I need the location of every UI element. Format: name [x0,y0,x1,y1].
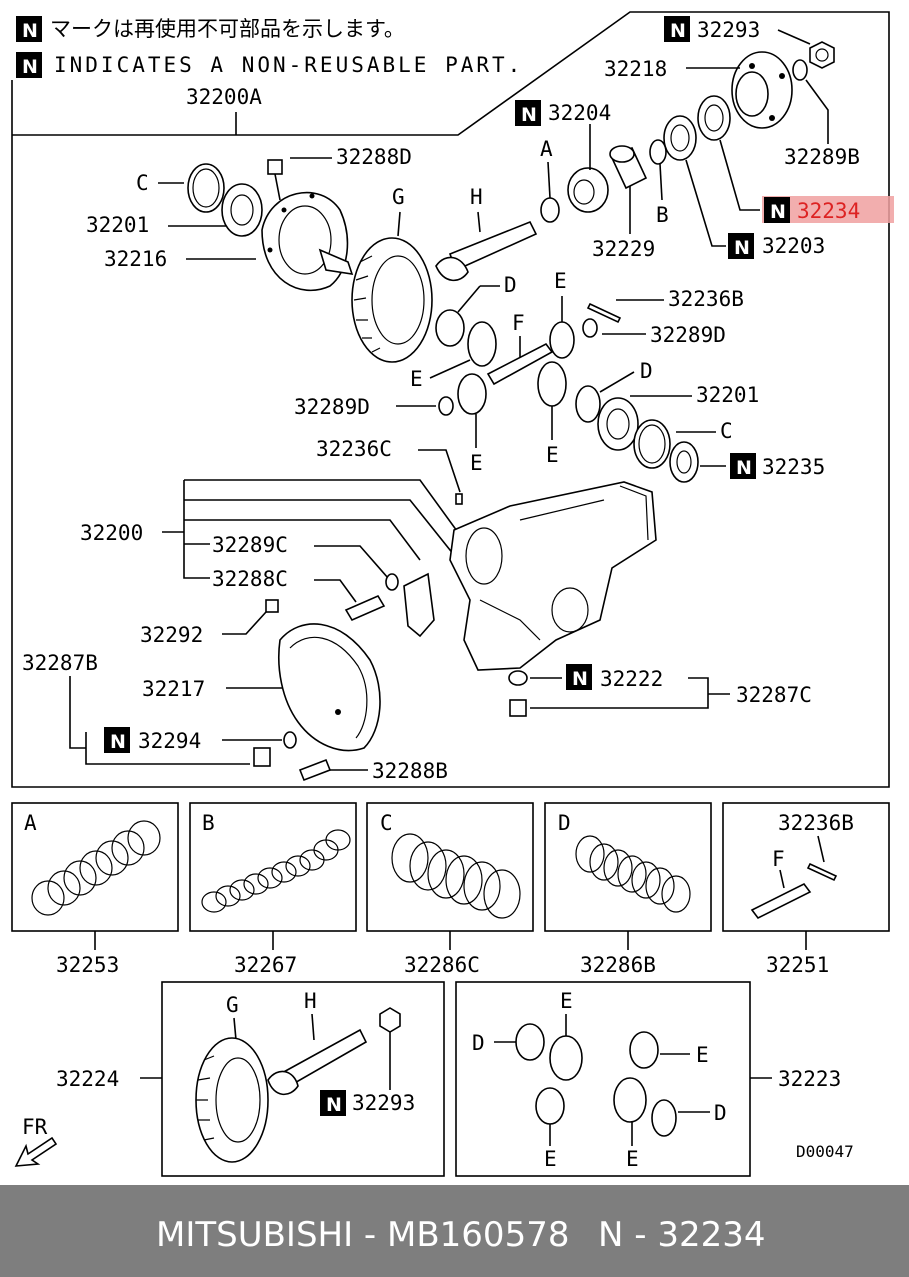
kit-number-A: 32253 [56,953,119,977]
set-npart-32293: 32293 [352,1091,415,1115]
legend-en: INDICATES A NON-REUSABLE PART. [54,53,523,77]
label-32294: 32294 [138,729,201,753]
carrier-group: 32236C 32200 32289C 32288C [80,437,657,671]
label-32288D: 32288D [336,145,412,169]
svg-text:B: B [202,811,215,835]
footer-bar: MITSUBISHI - MB160578 N - 32234 [0,1185,909,1277]
label-32203: 32203 [762,234,825,258]
set-number-32224: 32224 [56,1067,119,1091]
footer-code: N - 32234 [598,1215,766,1255]
label-C-left: C [136,171,149,195]
label-E-b: E [554,269,567,293]
legend: N マークは再使用不可部品を示します。 N INDICATES A NON-RE… [16,16,523,78]
kit-number-C: 32286C [404,953,480,977]
svg-text:D: D [558,811,571,835]
label-32287C: 32287C [736,683,812,707]
set-box-32224 [161,981,445,1177]
svg-text:F: F [772,847,785,871]
label-32289D-a: 32289D [650,323,726,347]
label-32235: 32235 [762,455,825,479]
svg-text:N: N [326,1094,342,1116]
label-32236B: 32236B [668,287,744,311]
label-E-d: E [546,443,559,467]
svg-text:G: G [226,993,239,1017]
svg-text:D: D [714,1101,727,1125]
kit-box-A [11,802,179,932]
svg-text:H: H [304,989,317,1013]
label-32287B: 32287B [22,651,98,675]
label-32201-left: 32201 [86,213,149,237]
label-32218: 32218 [604,57,667,81]
label-G: G [392,185,405,209]
label-32200A: 32200A [186,85,262,109]
kit-number-D: 32286B [580,953,656,977]
n-mark-icon [16,52,42,78]
label-C-right: C [720,419,733,443]
svg-text:N: N [734,237,750,259]
kit-number-F: 32251 [766,953,829,977]
set-box-32223 [455,981,751,1177]
label-H: H [470,185,483,209]
svg-text:N: N [22,56,38,78]
svg-text:32236B: 32236B [778,811,854,835]
label-F: F [512,311,525,335]
label-E-c: E [470,451,483,475]
label-32222: 32222 [600,667,663,691]
legend-jp: マークは再使用不可部品を示します。 [50,17,405,41]
label-32216: 32216 [104,247,167,271]
svg-text:D: D [472,1031,485,1055]
label-32204: 32204 [548,101,611,125]
label-32292: 32292 [140,623,203,647]
svg-text:N: N [770,201,786,223]
svg-text:N: N [670,20,686,42]
kit-row: A 32253 B 32267 C 32286C D [11,802,890,977]
svg-text:N: N [572,668,588,690]
label-32201-right: 32201 [696,383,759,407]
svg-text:C: C [380,811,393,835]
label-B-top: B [656,203,669,227]
drawing-id: D00047 [796,1142,854,1161]
label-D-a: D [504,273,517,297]
label-32293: 32293 [697,18,760,42]
label-32289C: 32289C [212,533,288,557]
label-32236C: 32236C [316,437,392,461]
label-32217: 32217 [142,677,205,701]
svg-text:E: E [626,1147,639,1171]
svg-text:N: N [110,731,126,753]
front-arrow: FR [14,1115,58,1167]
svg-text:E: E [544,1147,557,1171]
svg-text:N: N [736,457,752,479]
cover-group: 32292 32287B 32217 N 32294 32288B N 3222… [22,599,812,783]
svg-text:A: A [24,811,37,835]
svg-text:E: E [696,1043,709,1067]
label-32289B: 32289B [784,145,860,169]
main-frame [11,11,890,788]
label-D-b: D [640,359,653,383]
label-32234: 32234 [797,199,860,223]
label-32288B: 32288B [372,759,448,783]
svg-text:FR: FR [22,1115,48,1139]
svg-text:N: N [521,104,537,126]
footer-brand-part: MITSUBISHI - MB160578 [156,1215,570,1255]
diff-case-group: 32288D C 32201 32216 G H D [86,145,825,483]
label-32289D-b: 32289D [294,395,370,419]
svg-text:E: E [560,989,573,1013]
svg-text:N: N [22,20,38,42]
parts-diagram: N マークは再使用不可部品を示します。 N INDICATES A NON-RE… [11,11,894,1177]
n-mark-icon [16,16,42,42]
set-number-32223: 32223 [778,1067,841,1091]
label-32200: 32200 [80,521,143,545]
label-32229: 32229 [592,237,655,261]
set-row: 32224 G H N 32293 32223 D E E E E [56,981,841,1177]
label-A-top: A [540,137,553,161]
kit-number-B: 32267 [234,953,297,977]
label-E-a: E [410,367,423,391]
pinion-group: N 32293 32218 N 32204 32289B A B N 32234… [515,16,894,261]
front-arrow-icon [14,1136,58,1167]
label-32288C: 32288C [212,567,288,591]
